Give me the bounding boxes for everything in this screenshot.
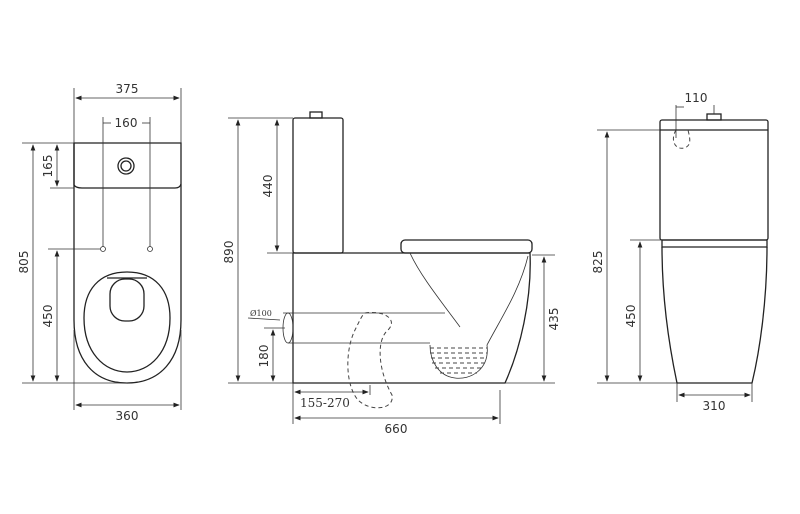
water-trap-lines	[430, 347, 487, 374]
front-view: 110 825 450 310	[591, 91, 769, 413]
dim-outlet-diameter: Ø100	[250, 309, 272, 318]
dim-base-width: 310	[703, 399, 726, 413]
dim-front-total-height: 825	[591, 251, 605, 274]
front-flush-button	[706, 113, 722, 121]
side-seat	[400, 239, 533, 254]
flush-button-icon	[117, 157, 135, 175]
dim-seat-height: 435	[547, 308, 561, 331]
side-tank	[292, 117, 344, 254]
side-view: Ø100 890 440 180 435 155-270 660	[222, 111, 561, 436]
top-bowl-opening	[109, 278, 145, 322]
dim-total-depth: 660	[385, 422, 408, 436]
dim-button-offset: 110	[685, 91, 708, 105]
top-tank-lid	[73, 143, 182, 189]
side-flush-button	[309, 111, 323, 119]
dim-width-bottom: 360	[116, 409, 139, 423]
top-body-outline	[73, 142, 182, 384]
dim-front-seat-height: 450	[624, 305, 638, 328]
side-body	[292, 252, 531, 384]
dim-flush-spacing: 160	[115, 116, 138, 130]
bolt-hole	[147, 246, 153, 252]
top-seat-outline	[83, 271, 171, 373]
dim-rough-in: 155-270	[300, 396, 350, 410]
dim-bolt-to-front: 450	[41, 305, 55, 328]
floor-outlet-dashed	[347, 311, 393, 409]
dim-width-top: 375	[116, 82, 139, 96]
front-body	[661, 246, 768, 384]
dim-tank-height: 440	[261, 175, 275, 198]
dim-total-height: 890	[222, 241, 236, 264]
top-view: 375 160 165 805 450 360	[17, 82, 182, 423]
bolt-hole	[100, 246, 106, 252]
dim-tank-depth: 165	[41, 155, 55, 178]
front-seat	[661, 239, 768, 248]
dim-outlet-height: 180	[257, 345, 271, 368]
dim-total-length: 805	[17, 251, 31, 274]
